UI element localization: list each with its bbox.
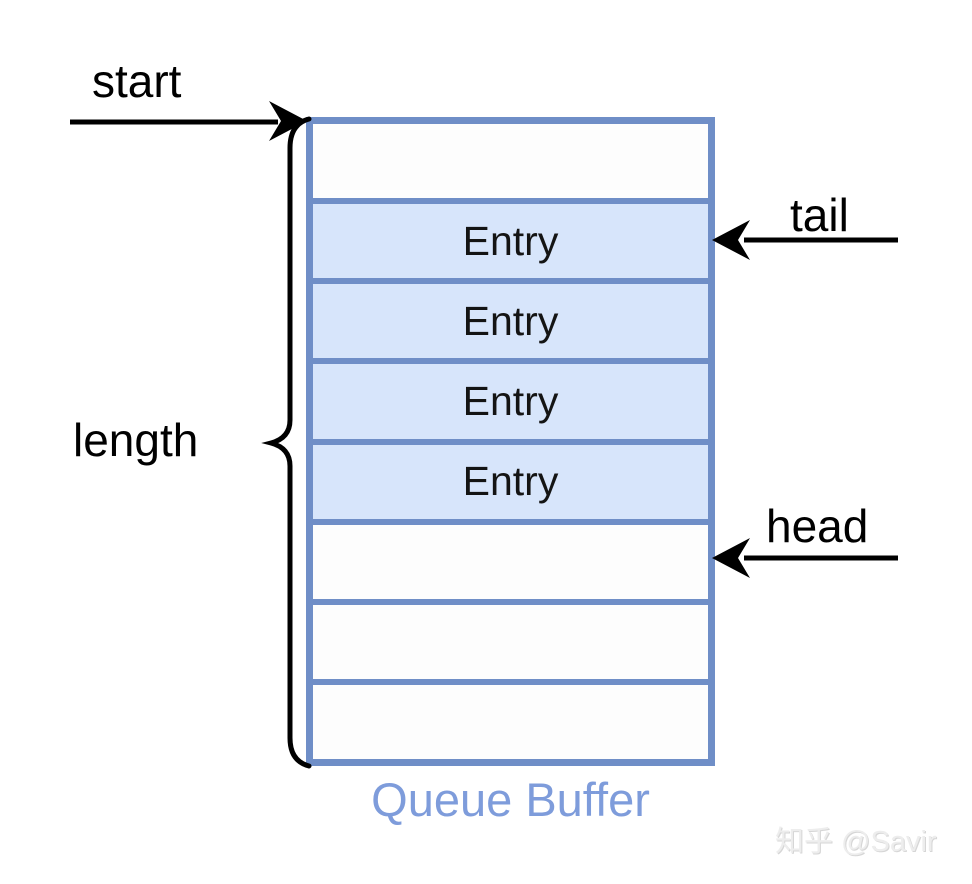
buffer-slot-5: [313, 524, 708, 599]
slot-label: Entry: [462, 458, 559, 505]
buffer-box: Entry Entry Entry Entry: [306, 117, 715, 766]
slot-label: Entry: [462, 217, 559, 264]
tail-label: tail: [790, 189, 849, 241]
length-label: length: [73, 414, 199, 466]
buffer-slot-2: Entry: [313, 284, 708, 359]
start-arrow-icon: [70, 101, 307, 141]
buffer-slot-7: [313, 684, 708, 759]
watermark: 知乎 @Savir: [775, 826, 937, 858]
buffer-slot-4: Entry: [313, 444, 708, 519]
buffer-slot-0: [313, 124, 708, 199]
buffer-slot-6: [313, 604, 708, 679]
start-label: start: [92, 55, 182, 107]
buffer-slot-3: Entry: [313, 364, 708, 439]
slot-label: Entry: [462, 297, 559, 344]
length-brace-icon: [261, 116, 312, 769]
slot-label: Entry: [462, 377, 559, 424]
head-label: head: [766, 500, 869, 552]
diagram-title: Queue Buffer: [371, 773, 650, 826]
buffer-slot-1: Entry: [313, 204, 708, 279]
